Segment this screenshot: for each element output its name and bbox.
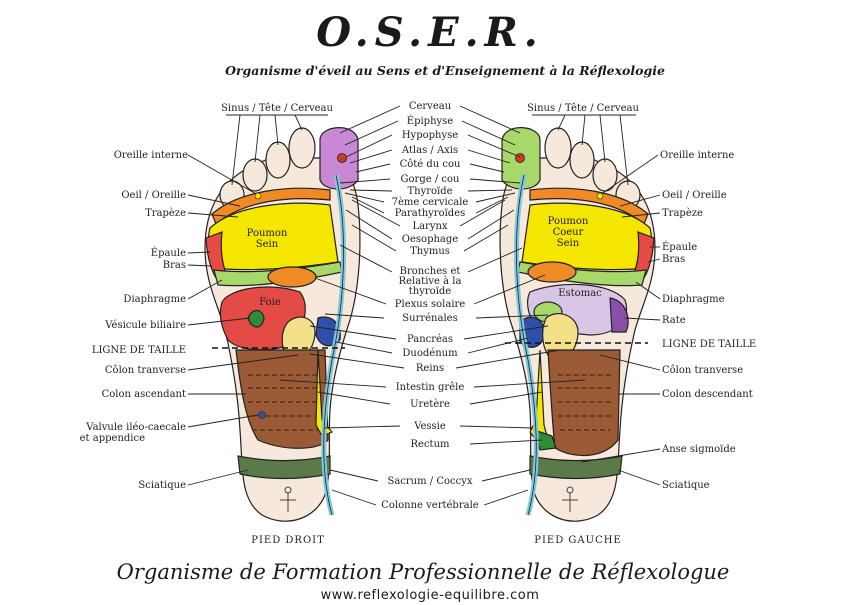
label-sciatique-right-foot: Sciatique [138, 480, 186, 491]
label-sinus-right-foot: Sinus / Tête / Cerveau [221, 103, 333, 114]
label-bronches-1: Bronches et [400, 266, 461, 277]
organ-label-sein-right: Sein [557, 238, 580, 249]
label-larynx: Larynx [412, 221, 447, 232]
label-oeil-left-foot: Oeil / Oreille [662, 190, 727, 201]
left-foot-intestine [547, 349, 621, 457]
organ-label-foie: Foie [259, 297, 281, 308]
label-sacrum: Sacrum / Coccyx [387, 476, 472, 487]
label-cote-cou: Côté du cou [400, 159, 461, 170]
right-leader-lines [557, 114, 661, 486]
label-ligne-right-foot: LIGNE DE TAILLE [92, 345, 186, 356]
caption-pied-gauche: PIED GAUCHE [534, 535, 621, 546]
label-reins: Reins [416, 363, 444, 374]
right-foot-ureter [315, 349, 333, 437]
label-bronches-3: thyroïde [409, 286, 452, 297]
right-foot-ear-dot [254, 192, 262, 200]
label-valvule-2: et appendice [80, 433, 145, 444]
footer-url[interactable]: www.reflexologie-equilibre.com [321, 588, 540, 603]
label-rectum: Rectum [411, 439, 451, 450]
right-foot-toe-2 [288, 127, 316, 169]
center-leader-lines [279, 105, 586, 506]
left-foot-figure-icon [562, 486, 578, 512]
right-foot-valve-dot [258, 411, 266, 419]
footer-title: Organisme de Formation Professionnelle d… [117, 560, 730, 584]
label-bronches-2: Relative à la [399, 276, 462, 287]
label-uretere: Uretère [410, 399, 450, 410]
label-atlas: Atlas / Axis [401, 145, 458, 156]
label-sinus-left-foot: Sinus / Tête / Cerveau [527, 103, 639, 114]
organ-label-sein-left: Sein [256, 239, 279, 250]
right-foot-sciatic-band [237, 455, 331, 480]
label-epaule-right-foot: Épaule [151, 247, 186, 259]
label-trapeze-right-foot: Trapèze [145, 208, 186, 219]
left-foot-hypophysis-dot [515, 153, 525, 163]
label-diaphragme-left-foot: Diaphragme [662, 294, 725, 305]
left-leader-lines [187, 114, 303, 486]
right-foot-solar-plexus [267, 266, 317, 288]
left-foot-intestine-lines [558, 374, 612, 431]
label-bras-right-foot: Bras [163, 260, 186, 271]
label-colon-transverse-right-foot: Côlon tranverse [105, 365, 186, 376]
label-pancreas: Pancréas [407, 334, 453, 345]
left-foot-spleen [609, 297, 629, 333]
caption-pied-droit: PIED DROIT [251, 535, 325, 546]
label-oreille-interne-left-foot: Oreille interne [660, 150, 734, 161]
label-intestin: Intestin grêle [396, 382, 465, 393]
label-colon-descendant: Colon descendant [662, 389, 753, 400]
left-foot-ear-dot [596, 192, 604, 200]
label-epaule-left-foot: Épaule [662, 241, 697, 253]
label-thyroide: Thyroïde [407, 186, 452, 197]
label-cerveau: Cerveau [409, 101, 452, 112]
label-surrenales: Surrénales [402, 313, 457, 324]
organ-label-estomac: Estomac [558, 288, 602, 299]
right-foot-toe-3 [265, 141, 291, 179]
label-trapeze-left-foot: Trapèze [662, 208, 703, 219]
right-foot-figure-icon [280, 486, 296, 512]
left-foot-sciatic-band [529, 455, 623, 480]
right-foot-figure [204, 127, 361, 522]
left-foot-toe-2 [544, 127, 572, 169]
left-foot-figure [499, 127, 656, 522]
organ-label-poumon-left: Poumon [247, 228, 288, 239]
label-duodenum: Duodénum [402, 348, 458, 359]
right-foot-hypophysis-dot [337, 153, 347, 163]
label-plexus: Plexus solaire [395, 299, 466, 310]
right-foot-gallbladder [247, 309, 265, 328]
label-vessie: Vessie [413, 421, 446, 432]
label-colon-ascendant: Colon ascendant [102, 389, 186, 400]
label-thymus: Thymus [410, 246, 450, 257]
organ-label-poumon-right: Poumon [548, 216, 589, 227]
label-gorge: Gorge / cou [401, 174, 460, 185]
label-anse: Anse sigmoïde [661, 444, 736, 455]
left-foot-trapeze-band [529, 187, 649, 225]
label-valvule-1: Valvule iléo-caecale [85, 422, 186, 433]
label-cervicale: 7ème cervicale [392, 197, 469, 208]
label-oeil-right-foot: Oeil / Oreille [121, 190, 186, 201]
label-colonne: Colonne vertébrale [381, 500, 478, 511]
label-bras-left-foot: Bras [662, 254, 685, 265]
logo-oser: O.S.E.R. [316, 9, 543, 56]
header-subtitle: Organisme d'éveil au Sens et d'Enseignem… [225, 63, 665, 78]
label-rate: Rate [662, 315, 686, 326]
label-parathyroides: Parathyroïdes [395, 208, 466, 219]
right-foot-toe-4 [242, 158, 268, 192]
label-diaphragme-right-foot: Diaphragme [123, 294, 186, 305]
label-hypophyse: Hypophyse [402, 130, 458, 141]
label-oesophage: Oesophage [402, 234, 458, 245]
left-foot-toe-3 [569, 141, 595, 179]
label-ligne-left-foot: LIGNE DE TAILLE [662, 339, 756, 350]
organ-label-coeur: Coeur [553, 227, 584, 238]
label-sciatique-left-foot: Sciatique [662, 480, 710, 491]
label-epiphyse: Épiphyse [407, 115, 454, 127]
label-oreille-interne-right-foot: Oreille interne [114, 150, 188, 161]
right-foot-trapeze-band [211, 187, 331, 225]
label-vesicule: Vésicule biliaire [104, 320, 186, 331]
label-colon-transverse-left-foot: Côlon tranverse [662, 365, 743, 376]
